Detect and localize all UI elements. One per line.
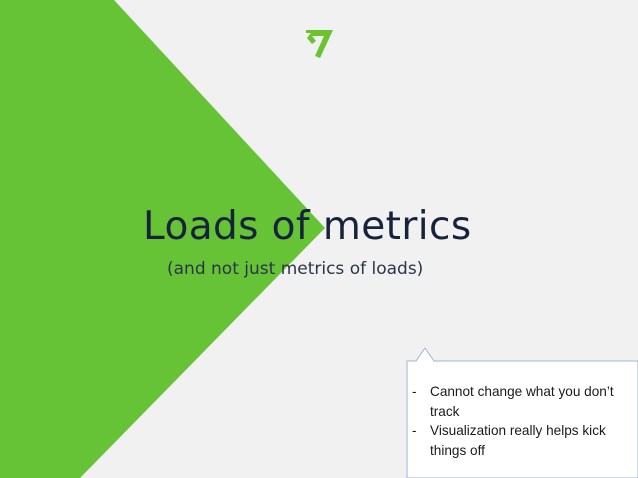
note-text: Cannot change what you don’t track: [430, 384, 614, 419]
slide-subtitle: (and not just metrics of loads): [167, 259, 424, 279]
notes-list: - Cannot change what you don’t track - V…: [404, 382, 638, 460]
slide-title: Loads of metrics: [143, 204, 472, 249]
bullet-dash: -: [412, 423, 417, 438]
note-item: - Visualization really helps kick things…: [412, 421, 630, 460]
wise-flag-logo-icon: [306, 30, 333, 58]
bullet-dash: -: [412, 384, 417, 399]
note-item: - Cannot change what you don’t track: [412, 382, 630, 421]
notes-callout: - Cannot change what you don’t track - V…: [404, 346, 638, 478]
callout-box-shape: [406, 347, 638, 478]
note-text: Visualization really helps kick things o…: [430, 423, 606, 458]
